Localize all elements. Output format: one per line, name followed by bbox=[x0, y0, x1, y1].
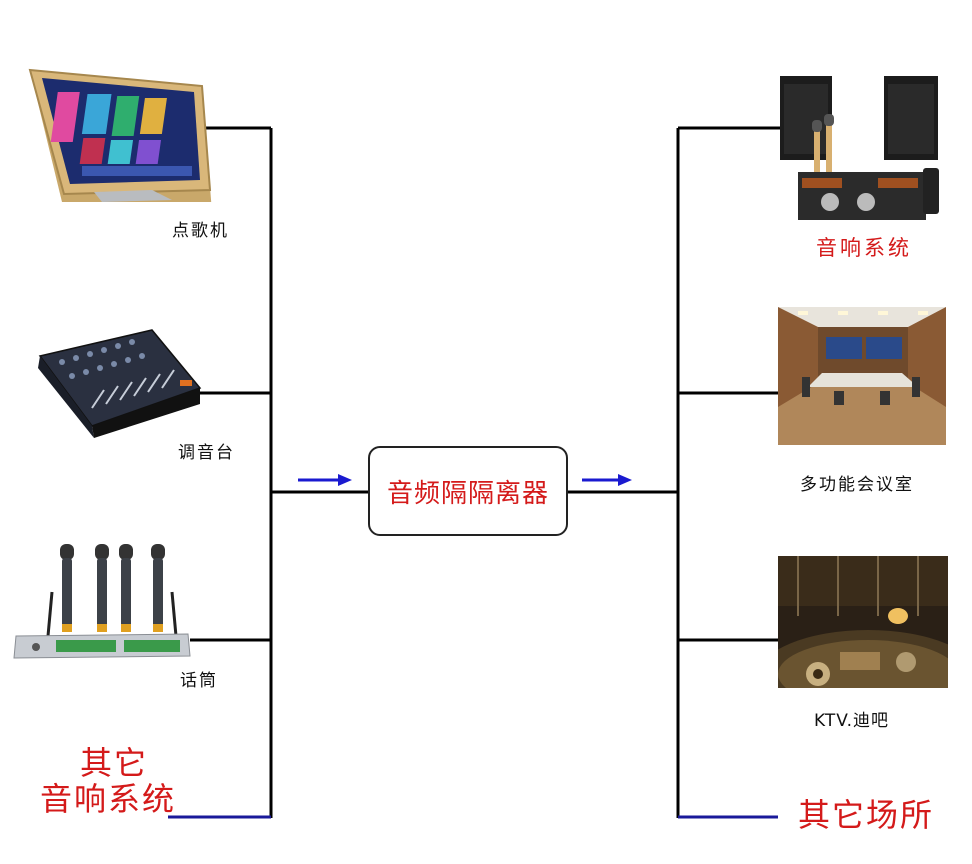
output-label-ktv: KTV.迪吧 bbox=[814, 711, 890, 731]
mixing-console-icon bbox=[32, 328, 202, 438]
input-label-jukebox: 点歌机 bbox=[172, 221, 229, 241]
input-label-mic: 话筒 bbox=[180, 671, 218, 691]
input-label-mixer: 调音台 bbox=[178, 443, 235, 463]
input-label-other-line2: 音响系统 bbox=[40, 780, 177, 818]
output-label-audio: 音响系统 bbox=[816, 236, 912, 260]
speaker-amplifier-system-icon bbox=[778, 70, 948, 220]
ktv-dj-booth-photo bbox=[778, 556, 948, 688]
output-label-other: 其它场所 bbox=[798, 796, 935, 834]
input-label-other-line1: 其它 bbox=[80, 744, 149, 782]
conference-room-photo bbox=[778, 307, 946, 445]
audio-isolator-label: 音频隔隔离器 bbox=[386, 478, 549, 509]
wireless-microphone-set-icon bbox=[12, 540, 192, 662]
arrow-right bbox=[582, 474, 632, 486]
audio-isolator-box: 音频隔隔离器 bbox=[368, 446, 568, 536]
touchscreen-jukebox-icon bbox=[22, 62, 222, 202]
output-label-conference: 多功能会议室 bbox=[800, 475, 914, 495]
arrow-left bbox=[298, 474, 352, 486]
